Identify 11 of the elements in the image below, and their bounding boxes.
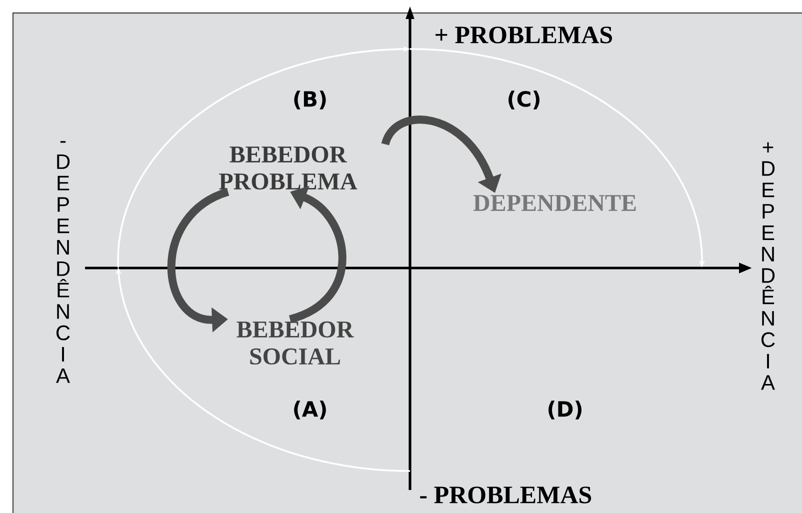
stage-label: DEPENDENTE <box>473 195 636 211</box>
quadrant-letter: (B) <box>294 90 326 110</box>
axis-label: + DEPENDÊNCIA <box>761 142 775 390</box>
stage-label: BEBEDOR SOCIAL <box>236 321 354 365</box>
axis-label: - DEPENDÊNCIA <box>56 141 70 383</box>
quadrant-letter: (D) <box>548 400 582 420</box>
stage-label: BEBEDOR PROBLEMA <box>219 146 358 190</box>
axis-label: - PROBLEMAS <box>420 486 592 504</box>
quadrant-letter: (C) <box>508 90 540 110</box>
quadrant-letter: (A) <box>294 400 326 420</box>
axis-label: + PROBLEMAS <box>436 26 612 44</box>
